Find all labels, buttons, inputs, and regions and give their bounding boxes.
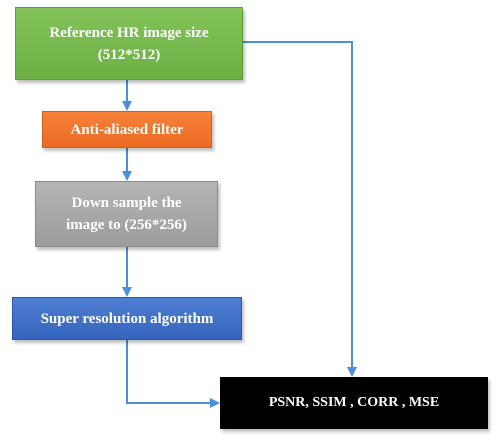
downsample-box: Down sample the image to (256*256): [35, 181, 218, 247]
reference-image-box: Reference HR image size (512*512): [15, 7, 243, 80]
arrow-superres-to-metrics: [126, 340, 220, 408]
metrics-box: PSNR, SSIM , CORR , MSE: [220, 377, 488, 429]
arrow-reference-to-metrics: [243, 41, 357, 377]
super-resolution-box: Super resolution algorithm: [12, 297, 242, 340]
anti-aliased-filter-box: Anti-aliased filter: [42, 111, 212, 148]
